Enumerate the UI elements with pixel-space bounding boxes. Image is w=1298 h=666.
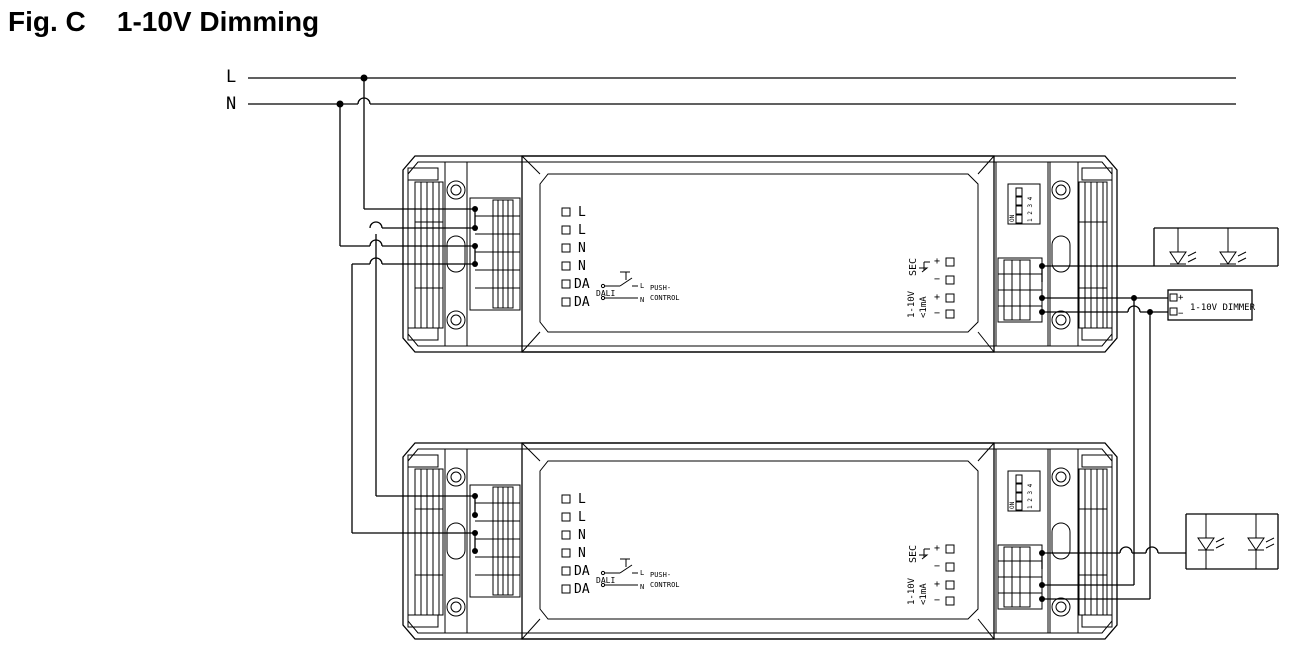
terminal-l-2: L	[578, 510, 586, 525]
l-bus-label: L	[226, 67, 236, 87]
dip-numbers: 1 2 3 4	[1027, 483, 1034, 509]
terminal-n-1: N	[578, 241, 586, 256]
terminal-l-1: L	[578, 205, 586, 220]
terminal-l-2: L	[578, 223, 586, 238]
minus-1: −	[934, 274, 940, 285]
plus-2: +	[934, 292, 940, 303]
sec-label: SEC	[908, 258, 919, 276]
led-icon	[1219, 228, 1247, 265]
switch-l-label: L	[640, 282, 644, 290]
switch-l-label: L	[640, 569, 644, 577]
dim-label-2: <1mA	[919, 296, 929, 318]
switch-n-label: N	[640, 583, 644, 591]
switch-n-label: N	[640, 296, 644, 304]
figure-title: Fig. C 1-10V Dimming	[8, 6, 320, 37]
dali-label: DALI	[596, 576, 615, 585]
minus-2: −	[934, 308, 940, 319]
terminal-n-2: N	[578, 259, 586, 274]
mains-wiring	[339, 78, 478, 554]
dimmer-wiring	[1039, 295, 1168, 599]
input-terminal-labels: L L N N DA DA	[574, 492, 590, 597]
terminal-l-1: L	[578, 492, 586, 507]
terminal-da-1: DA	[574, 564, 590, 579]
minus-2: −	[934, 595, 940, 606]
dali-label: DALI	[596, 289, 615, 298]
driver-unit-bottom: L L N N DA DA DALI L N PUSH- CONTROL + −…	[402, 442, 1118, 640]
terminal-da-1: DA	[574, 277, 590, 292]
push-label: PUSH-	[650, 284, 671, 292]
plus-1: +	[934, 543, 940, 554]
led-icon	[1197, 514, 1225, 569]
minus-1: −	[934, 561, 940, 572]
control-label: CONTROL	[650, 294, 680, 302]
led-icon	[1169, 228, 1197, 265]
dimmer-minus: −	[1178, 309, 1184, 319]
control-label: CONTROL	[650, 581, 680, 589]
plus-2: +	[934, 579, 940, 590]
terminal-da-2: DA	[574, 582, 590, 597]
dimmer-plus: +	[1178, 293, 1184, 303]
dim-label-1: 1-10V	[907, 290, 917, 318]
n-bus-label: N	[226, 94, 236, 114]
terminal-n-2: N	[578, 546, 586, 561]
dip-on-label: ON	[1009, 214, 1016, 222]
push-label: PUSH-	[650, 571, 671, 579]
led-load-top	[1039, 227, 1279, 282]
led-icon	[1247, 514, 1275, 569]
led-load-bottom	[1039, 513, 1279, 602]
terminal-n-1: N	[578, 528, 586, 543]
dip-numbers: 1 2 3 4	[1027, 196, 1034, 222]
terminal-da-2: DA	[574, 295, 590, 310]
input-terminal-labels: L L N N DA DA	[574, 205, 590, 310]
plus-1: +	[934, 256, 940, 267]
dim-label-2: <1mA	[919, 583, 929, 605]
driver-unit-top: L L N N DA DA DALI L N PUSH- CONTROL + −…	[402, 155, 1118, 353]
dim-label-1: 1-10V	[907, 577, 917, 605]
sec-label: SEC	[908, 545, 919, 563]
dimmer-box: + − 1-10V DIMMER	[1167, 289, 1256, 321]
dip-on-label: ON	[1009, 501, 1016, 509]
dimmer-label: 1-10V DIMMER	[1190, 303, 1256, 313]
